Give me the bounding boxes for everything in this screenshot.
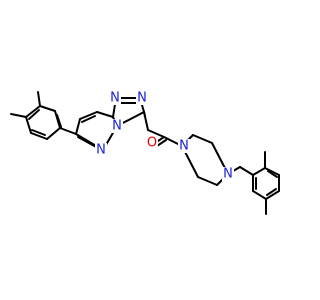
bond-line — [81, 115, 96, 123]
bond-line — [252, 190, 267, 200]
molecule-structure: N N N N O N N — [10, 91, 280, 215]
bond-line — [10, 113, 27, 118]
bond-line — [147, 129, 165, 138]
bond-line — [31, 129, 46, 136]
bond-line — [46, 127, 61, 140]
bond-line — [265, 190, 280, 200]
bond-line — [77, 136, 99, 149]
bond-line — [37, 91, 41, 107]
bond-line — [96, 111, 114, 118]
bond-line — [79, 111, 98, 120]
bond-line — [239, 166, 254, 176]
svg-text:N: N — [223, 167, 233, 182]
bond-line — [59, 127, 77, 135]
svg-text:N: N — [179, 139, 189, 154]
bond-line — [266, 188, 277, 196]
atom-n-piperazine-aryl: N — [222, 167, 234, 182]
atom-n-piperazine-amide: N — [178, 139, 190, 154]
bond-line — [28, 109, 40, 120]
svg-text:O: O — [147, 136, 157, 151]
svg-text:N: N — [110, 91, 120, 106]
atom-n-bridge: N — [111, 119, 123, 134]
bond-line — [143, 111, 149, 131]
bond-line — [39, 105, 56, 112]
bond-line — [192, 134, 213, 144]
atom-n-triazole-top-right: N — [136, 91, 148, 106]
svg-text:N: N — [112, 119, 122, 134]
atom-o-carbonyl: O — [146, 136, 158, 151]
bonds — [10, 91, 280, 215]
atom-labels: N N N N O N N — [95, 91, 234, 182]
svg-text:N: N — [137, 91, 147, 106]
bond-line — [252, 167, 266, 176]
bond-line — [25, 105, 41, 118]
svg-text:N: N — [96, 143, 106, 158]
atom-n-triazole-top-left: N — [109, 91, 121, 106]
bond-line — [30, 132, 48, 140]
bond-line — [56, 114, 62, 128]
bond-line — [25, 116, 32, 134]
bond-line — [156, 139, 167, 147]
bond-line — [75, 118, 81, 135]
bond-line — [197, 176, 218, 186]
bond-line — [267, 170, 278, 178]
bond-line — [264, 167, 280, 176]
atom-n-pyridazine: N — [95, 143, 107, 158]
